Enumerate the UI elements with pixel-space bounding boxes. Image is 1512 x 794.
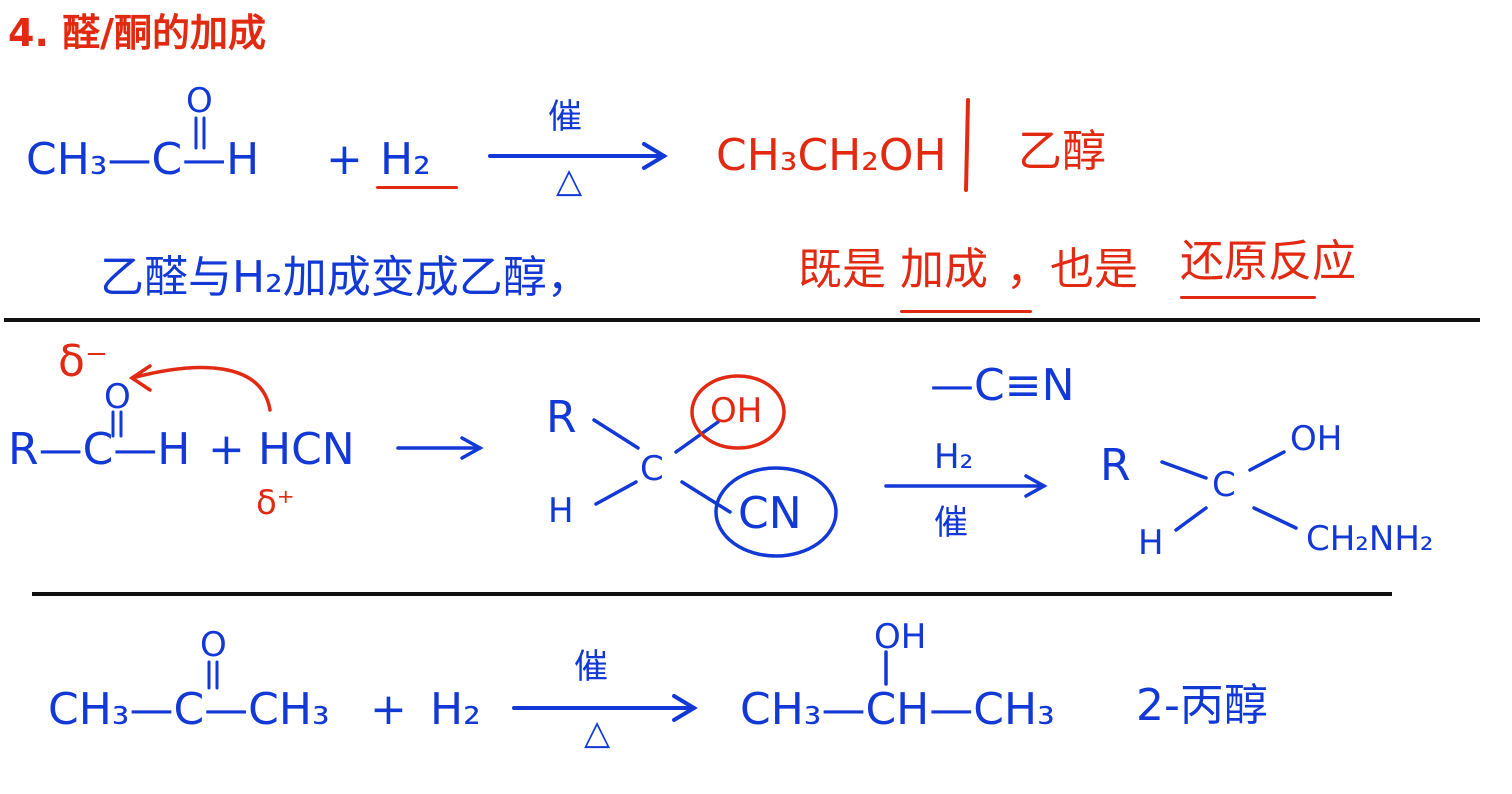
propanol-formula: CH₃—CH—CH₃ (740, 684, 1055, 735)
note-red-2: 加成 (900, 244, 988, 295)
ethanol-name: 乙醇 (1018, 126, 1106, 177)
cyano-group: —C≡N (930, 360, 1075, 411)
note-red-1: 既是 (798, 244, 886, 295)
hcn-formula: HCN (258, 424, 355, 475)
cn-circle (714, 466, 838, 558)
intermediate-c: C (640, 449, 664, 489)
product-c: C (1212, 465, 1236, 505)
partial-positive-charge: δ⁺ (256, 483, 295, 523)
reaction-arrow-4 (512, 694, 698, 722)
note-red-3: ，也是 (1006, 244, 1138, 295)
acetaldehyde-formula: CH₃—C—H (26, 134, 260, 185)
product-separator-stroke (964, 98, 970, 192)
intermediate-r: R (546, 392, 577, 443)
note-red-4: 还原反应 (1180, 236, 1356, 287)
hydrogen-reagent-2: H₂ (430, 684, 481, 735)
section-divider-2 (32, 592, 1392, 596)
product-r: R (1100, 440, 1131, 491)
reaction-arrow-2 (396, 436, 484, 460)
heat-symbol-2: △ (584, 713, 611, 753)
reaction-arrow-3 (884, 474, 1048, 498)
product-bonds (1160, 450, 1298, 532)
heat-symbol: △ (556, 161, 583, 201)
hydrogen-reagent: H₂ (380, 134, 431, 185)
hydrogenation-reagent: H₂ (934, 437, 974, 477)
plus-sign-3: + (370, 684, 407, 735)
plus-sign-2: + (208, 424, 245, 475)
carbonyl-double-bond-1 (194, 116, 206, 150)
reaction-arrow-1 (488, 142, 668, 170)
ketone-oxygen: O (200, 625, 227, 665)
section-divider-1 (4, 318, 1480, 322)
propanol-oh: OH (874, 617, 927, 657)
reduction-underline (1180, 296, 1316, 299)
ethanol-formula: CH₃CH₂OH (716, 130, 947, 181)
hydrogen-underline (376, 186, 458, 189)
carbonyl-oxygen: O (186, 81, 213, 121)
note-blue: 乙醛与H₂加成变成乙醇， (100, 252, 591, 303)
product-ch2nh2: CH₂NH₂ (1306, 519, 1434, 559)
hydrogenation-catalyst: 催 (934, 503, 968, 543)
propanol-name: 2-丙醇 (1136, 680, 1268, 731)
plus-sign: + (326, 134, 363, 185)
carbonyl-double-bond-2 (111, 410, 123, 438)
catalyst-label: 催 (548, 97, 582, 137)
product-h: H (1138, 523, 1164, 563)
page-title: 4. 醛/酮的加成 (8, 11, 266, 55)
partial-negative-charge: δ⁻ (58, 336, 109, 387)
catalyst-label-2: 催 (574, 647, 608, 687)
acetone-formula: CH₃—C—CH₃ (48, 684, 330, 735)
addition-underline (900, 310, 1032, 313)
electron-arrow-head (128, 364, 152, 392)
product-oh: OH (1290, 419, 1343, 459)
intermediate-oh: OH (710, 391, 763, 431)
intermediate-cn: CN (738, 488, 802, 539)
carbonyl-double-bond-3 (207, 660, 219, 690)
intermediate-bonds (592, 418, 732, 514)
intermediate-h: H (548, 491, 574, 531)
aldehyde-oxygen: O (104, 377, 131, 417)
aldehyde-formula: R—C—H (8, 424, 191, 475)
oh-circle (690, 374, 786, 450)
electron-arrow (130, 365, 272, 412)
